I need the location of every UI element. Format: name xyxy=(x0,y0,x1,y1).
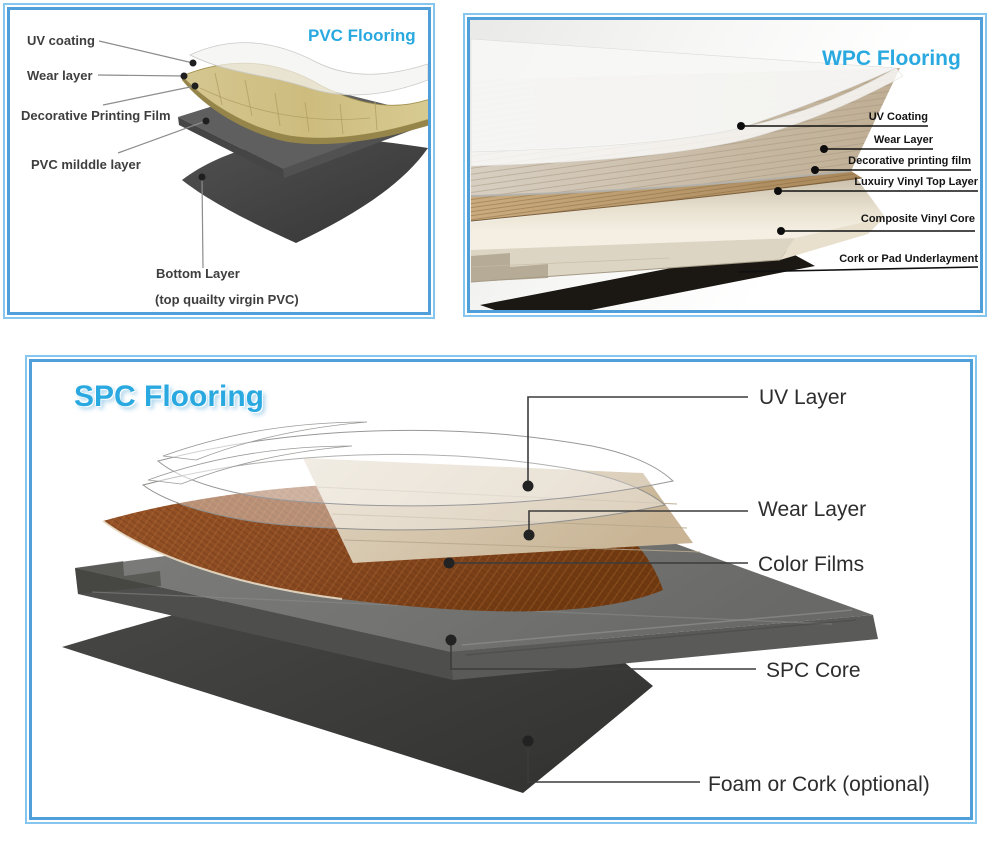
spc-label-color-films: Color Films xyxy=(758,553,865,576)
wpc-illustration xyxy=(470,20,980,310)
pvc-illustration xyxy=(97,40,428,269)
wpc-label-decorative-film: Decorative printing film xyxy=(848,155,971,167)
spc-leader-dots xyxy=(443,480,535,747)
spc-label-wear-layer: Wear Layer xyxy=(758,498,867,521)
pvc-label-middle-layer: PVC milddle layer xyxy=(31,157,141,172)
pvc-flooring-panel: PVC Flooring UV coating Wear layer Decor… xyxy=(7,7,431,315)
wpc-label-luxury-vinyl-top: Luxuiry Vinyl Top Layer xyxy=(854,176,978,188)
pvc-label-bottom-layer: Bottom Layer xyxy=(156,266,240,281)
pvc-label-wear-layer: Wear layer xyxy=(27,68,93,83)
pvc-leader-lines xyxy=(97,40,207,269)
spc-panel-title: SPC Flooring xyxy=(74,380,264,413)
wpc-flooring-panel: WPC Flooring UV Coating Wear Layer Decor… xyxy=(467,17,983,313)
wpc-luxury-vinyl-strip xyxy=(470,171,863,222)
spc-flooring-panel: SPC Flooring UV Layer Wear Layer Color F… xyxy=(29,359,973,820)
wpc-label-composite-core: Composite Vinyl Core xyxy=(860,213,975,225)
wpc-uv-coating-sheet xyxy=(470,38,897,153)
wpc-label-uv-coating: UV Coating xyxy=(868,111,928,123)
spc-label-spc-core: SPC Core xyxy=(766,659,861,682)
pvc-bottom-layer-sheet xyxy=(182,135,428,243)
spc-decor-plank-surface xyxy=(303,458,701,563)
pvc-label-bottom-layer-note: (top quailty virgin PVC) xyxy=(155,292,299,307)
spc-illustration xyxy=(62,396,878,793)
wpc-leader-lines xyxy=(737,125,979,273)
wpc-label-wear-layer: Wear Layer xyxy=(873,134,933,146)
pvc-label-uv-coating: UV coating xyxy=(27,33,95,48)
pvc-uv-coating-sheet xyxy=(189,42,428,96)
spc-label-uv-layer: UV Layer xyxy=(759,386,847,409)
pvc-panel-title: PVC Flooring xyxy=(308,26,416,45)
pvc-leader-dots xyxy=(180,59,210,181)
wpc-panel-title: WPC Flooring xyxy=(822,47,961,70)
pvc-label-decorative-film: Decorative Printing Film xyxy=(21,108,171,123)
spc-label-foam-or-cork: Foam or Cork (optional) xyxy=(708,773,930,796)
wpc-leader-dots xyxy=(737,122,828,235)
wpc-label-cork-underlayment: Cork or Pad Underlayment xyxy=(839,253,978,265)
spc-clear-films xyxy=(141,421,675,531)
spc-leader-lines xyxy=(449,396,756,783)
